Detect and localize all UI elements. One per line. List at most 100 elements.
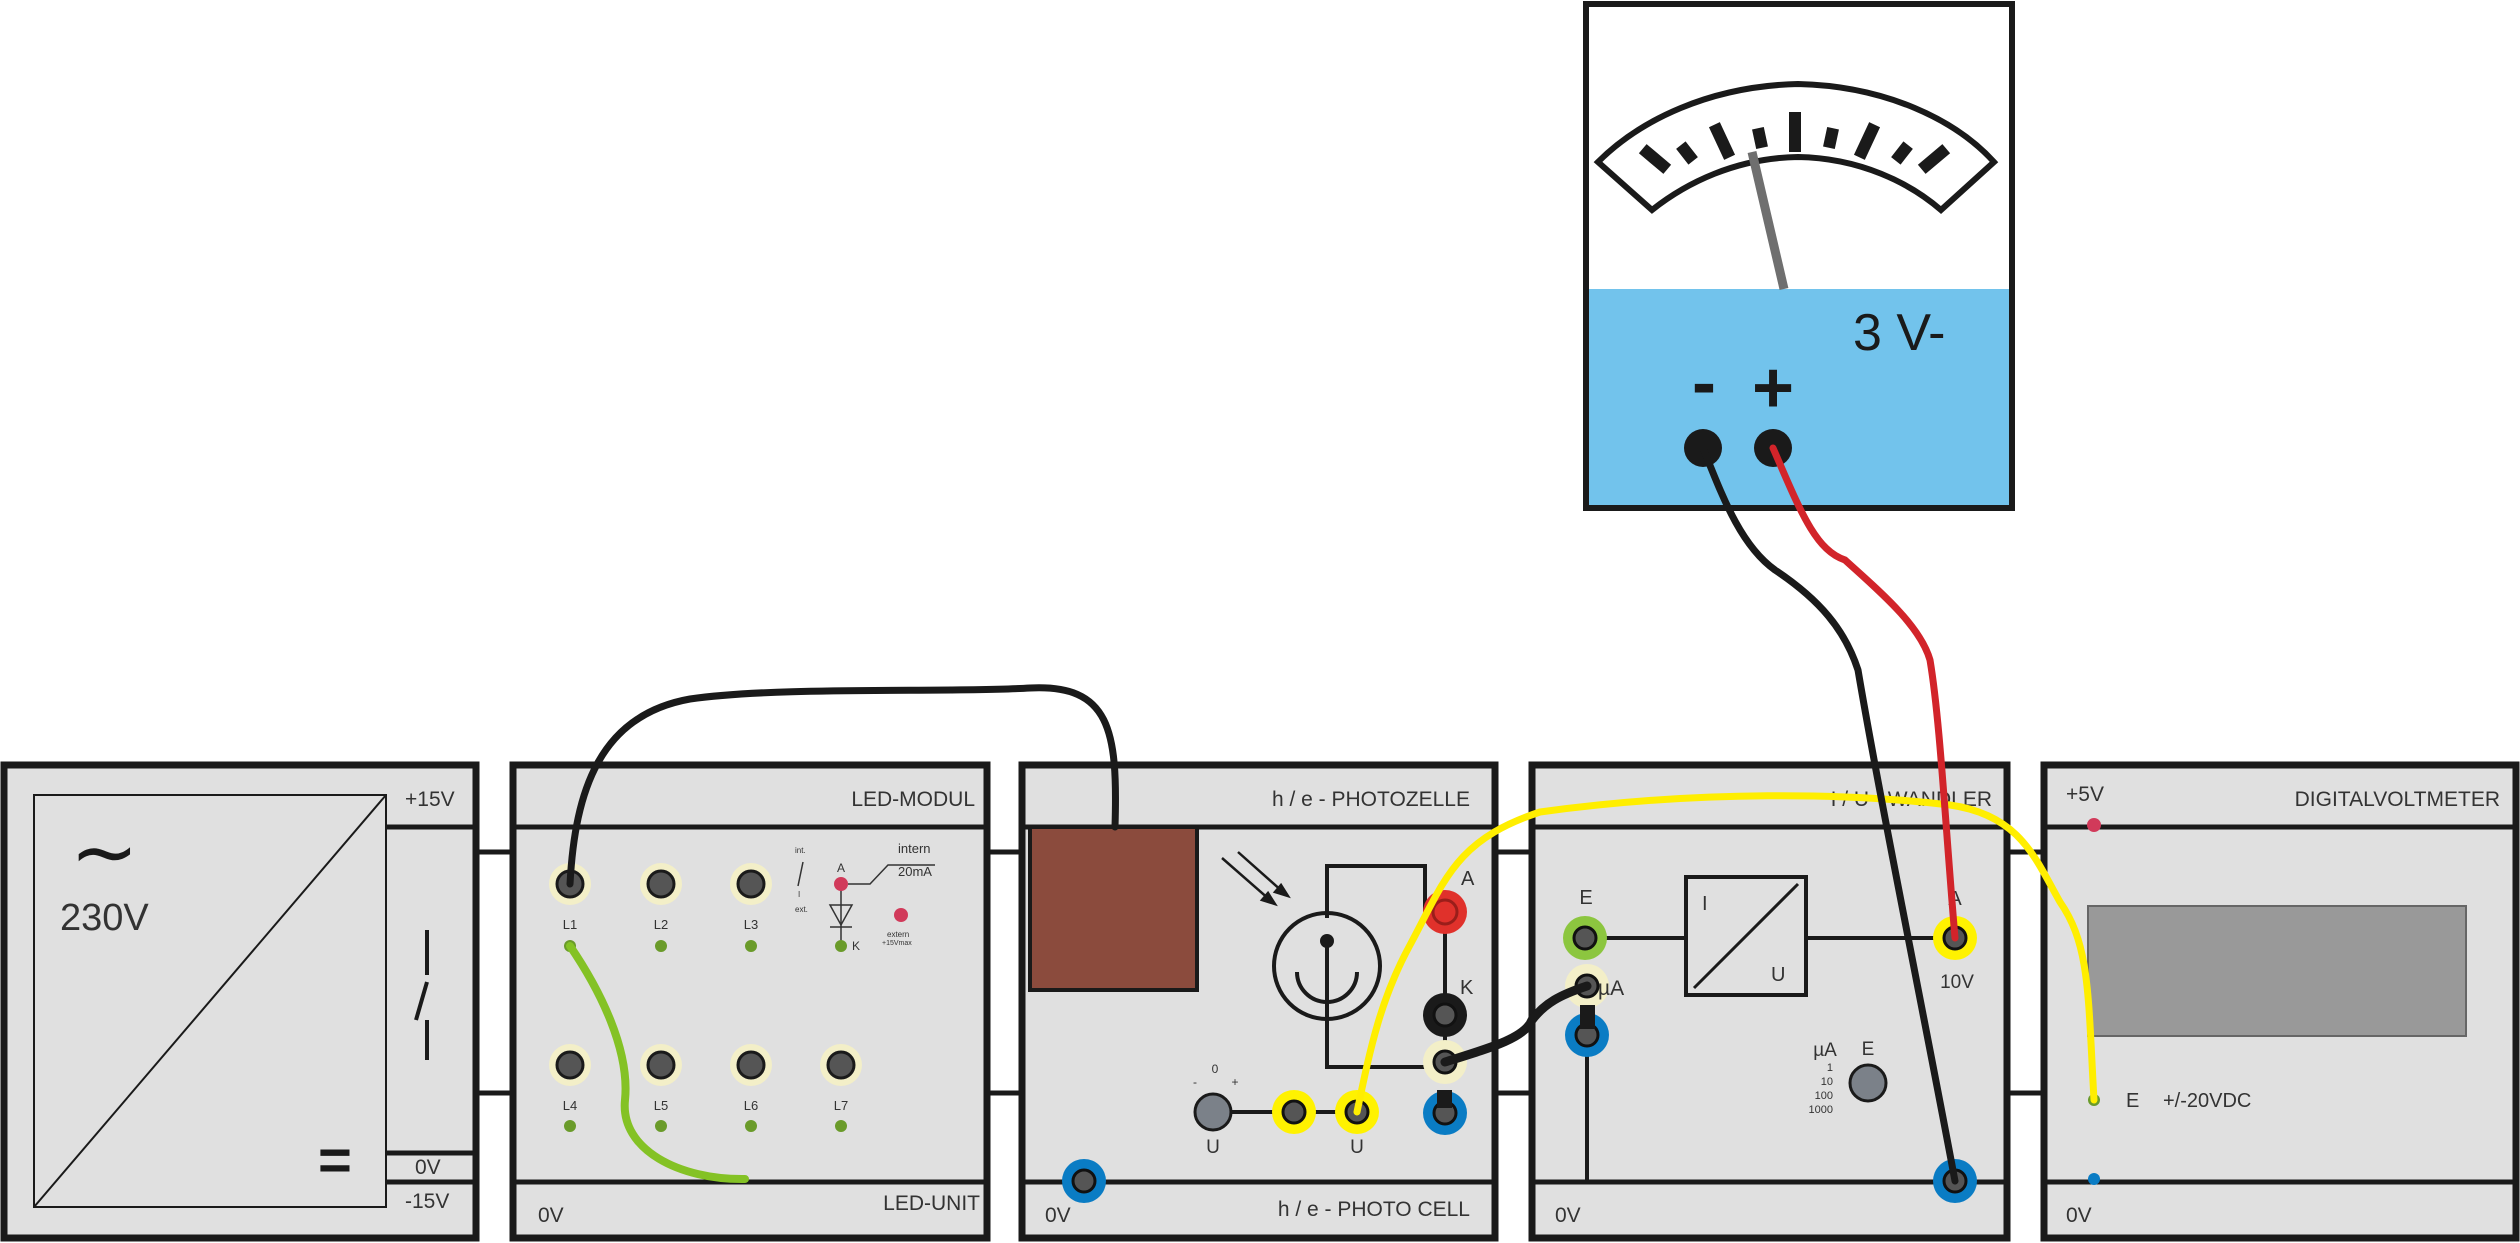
green-wire-led[interactable] [566,942,749,1184]
dvm-ground-label: 0V [2066,1204,2092,1227]
meter-scale-ticks [1638,112,1951,174]
cathode-jack[interactable] [1423,993,1467,1037]
switch-ext-label: ext. [795,905,808,914]
yellow-wire-u-to-dvm[interactable] [1353,792,2098,1116]
converter-block: I U [1684,875,1808,997]
ground-label: 0V [415,1156,441,1179]
dvm-input-label: E [2126,1090,2139,1112]
wires [566,444,2098,1185]
led-socket-l3[interactable]: L3 [730,863,772,952]
light-arrows-icon [1221,851,1291,907]
supply-label: +5V [2066,783,2104,806]
u-jack-1[interactable] [1272,1090,1316,1134]
output-range-label: 10V [1940,972,1974,993]
red-wire-meter-plus[interactable] [1769,444,1959,942]
led-sockets: L1 L2 L3 L4 L5 [549,863,862,1132]
lcd-display [2087,905,2467,1037]
extern-jack[interactable] [894,908,908,922]
socket-label: L5 [654,1098,668,1113]
meter-plus-label: + [1752,348,1794,428]
scale-zero-label: 0 [1212,1062,1219,1076]
transformer-diagonal [33,794,387,1208]
led-anode-jack[interactable] [834,877,848,891]
supply-jack[interactable] [2087,818,2101,832]
int-ext-switch[interactable]: int. I ext. [795,846,808,914]
lamp-housing [1028,825,1199,992]
mains-voltage-label: 230V [60,897,149,939]
digital-voltmeter-module: DIGITALVOLTMETER +5V E +/-20VDC 0V [2040,761,2520,1242]
iu-converter-ground: 0V [1555,1204,1581,1227]
led-cathode-jack[interactable] [835,940,847,952]
led-socket-l4[interactable]: L4 [549,1044,591,1132]
voltage-knob[interactable] [1193,1092,1233,1132]
photocell-symbol-icon [1272,864,1430,1069]
bus-rails [476,849,2044,1096]
led-module: LED-MODUL LED-UNIT 0V L1 L2 L3 L4 [509,761,991,1242]
analog-voltmeter: 3 V- - + [1583,1,2015,511]
knob-e-label: E [1862,1039,1875,1060]
intern-label: intern [898,841,931,856]
led-module-panel [509,761,991,1242]
minus15v-label: -15V [405,1190,449,1213]
u-jack-label: U [1350,1137,1364,1158]
power-supply-module: +15V ∼ 230V = 0V -15V [0,761,480,1242]
dvm-range-label: +/-20VDC [2163,1090,2251,1112]
dvm-ground-jack[interactable] [2088,1173,2100,1185]
input-ua-label: µA [1598,977,1624,1000]
meter-range-label: 3 V- [1853,304,1946,362]
led-socket-l6[interactable]: L6 [730,1044,772,1132]
photo-cell-footer: h / e - PHOTO CELL [1278,1198,1470,1221]
scale-plus-label: + [1231,1075,1238,1089]
range-knob[interactable] [1848,1063,1888,1103]
photo-cell-title: h / e - PHOTOZELLE [1272,788,1470,811]
meter-needle [1747,150,1789,291]
cathode-label: K [852,939,860,953]
current-label: 20mA [898,864,932,879]
input-e-label: E [1579,887,1592,909]
led-module-title: LED-MODUL [851,788,975,811]
led-module-footer: LED-UNIT [883,1192,980,1215]
photo-cell-module: h / e - PHOTOZELLE h / e - PHOTO CELL 0V… [1018,761,1499,1242]
scale-minus-label: - [1193,1075,1197,1089]
socket-label: L1 [563,917,577,932]
photo-ground-jack[interactable] [1062,1159,1106,1203]
socket-label: L7 [834,1098,848,1113]
power-switch-icon[interactable] [414,930,429,1060]
anode-label: A [837,861,845,875]
black-wire-meter-minus[interactable] [1699,444,1959,1185]
input-e-jack[interactable] [1563,916,1607,960]
led-module-ground: 0V [538,1204,564,1227]
switch-int-label: int. [795,846,806,855]
iu-blue-jack[interactable] [1565,1013,1609,1057]
diode-symbol-icon [828,864,935,943]
u-knob-label: U [1206,1137,1220,1158]
cathode-label: K [1460,977,1474,999]
range-unit-label: µA [1813,1040,1837,1061]
extern-max-label: +15Vmax [882,940,912,947]
black-wire-bridge[interactable] [1440,981,1592,1067]
block-i-label: I [1702,893,1708,915]
socket-label: L2 [654,917,668,932]
photo-cell-ground: 0V [1045,1204,1071,1227]
led-socket-l7[interactable]: L7 [820,1044,862,1132]
range-value-1000: 1000 [1809,1104,1833,1116]
led-socket-l2[interactable]: L2 [640,863,682,952]
block-u-label: U [1771,964,1785,986]
socket-label: L6 [744,1098,758,1113]
anode-label: A [1461,868,1475,890]
plus15v-label: +15V [405,788,455,811]
range-value-10: 10 [1821,1076,1833,1088]
digital-voltmeter-title: DIGITALVOLTMETER [2295,788,2500,811]
black-wire-lamp[interactable] [566,684,1119,888]
led-socket-l5[interactable]: L5 [640,1044,682,1132]
analog-meter-panel [1589,289,2009,505]
range-value-1: 1 [1827,1062,1833,1074]
iu-converter-panel [1528,761,2011,1242]
socket-label: L4 [563,1098,577,1113]
meter-minus-label: - [1692,343,1716,423]
extern-label: extern [887,930,909,939]
dc-symbol-icon: = [318,1128,352,1193]
ac-wave-icon: ∼ [70,807,139,898]
range-value-100: 100 [1815,1090,1833,1102]
